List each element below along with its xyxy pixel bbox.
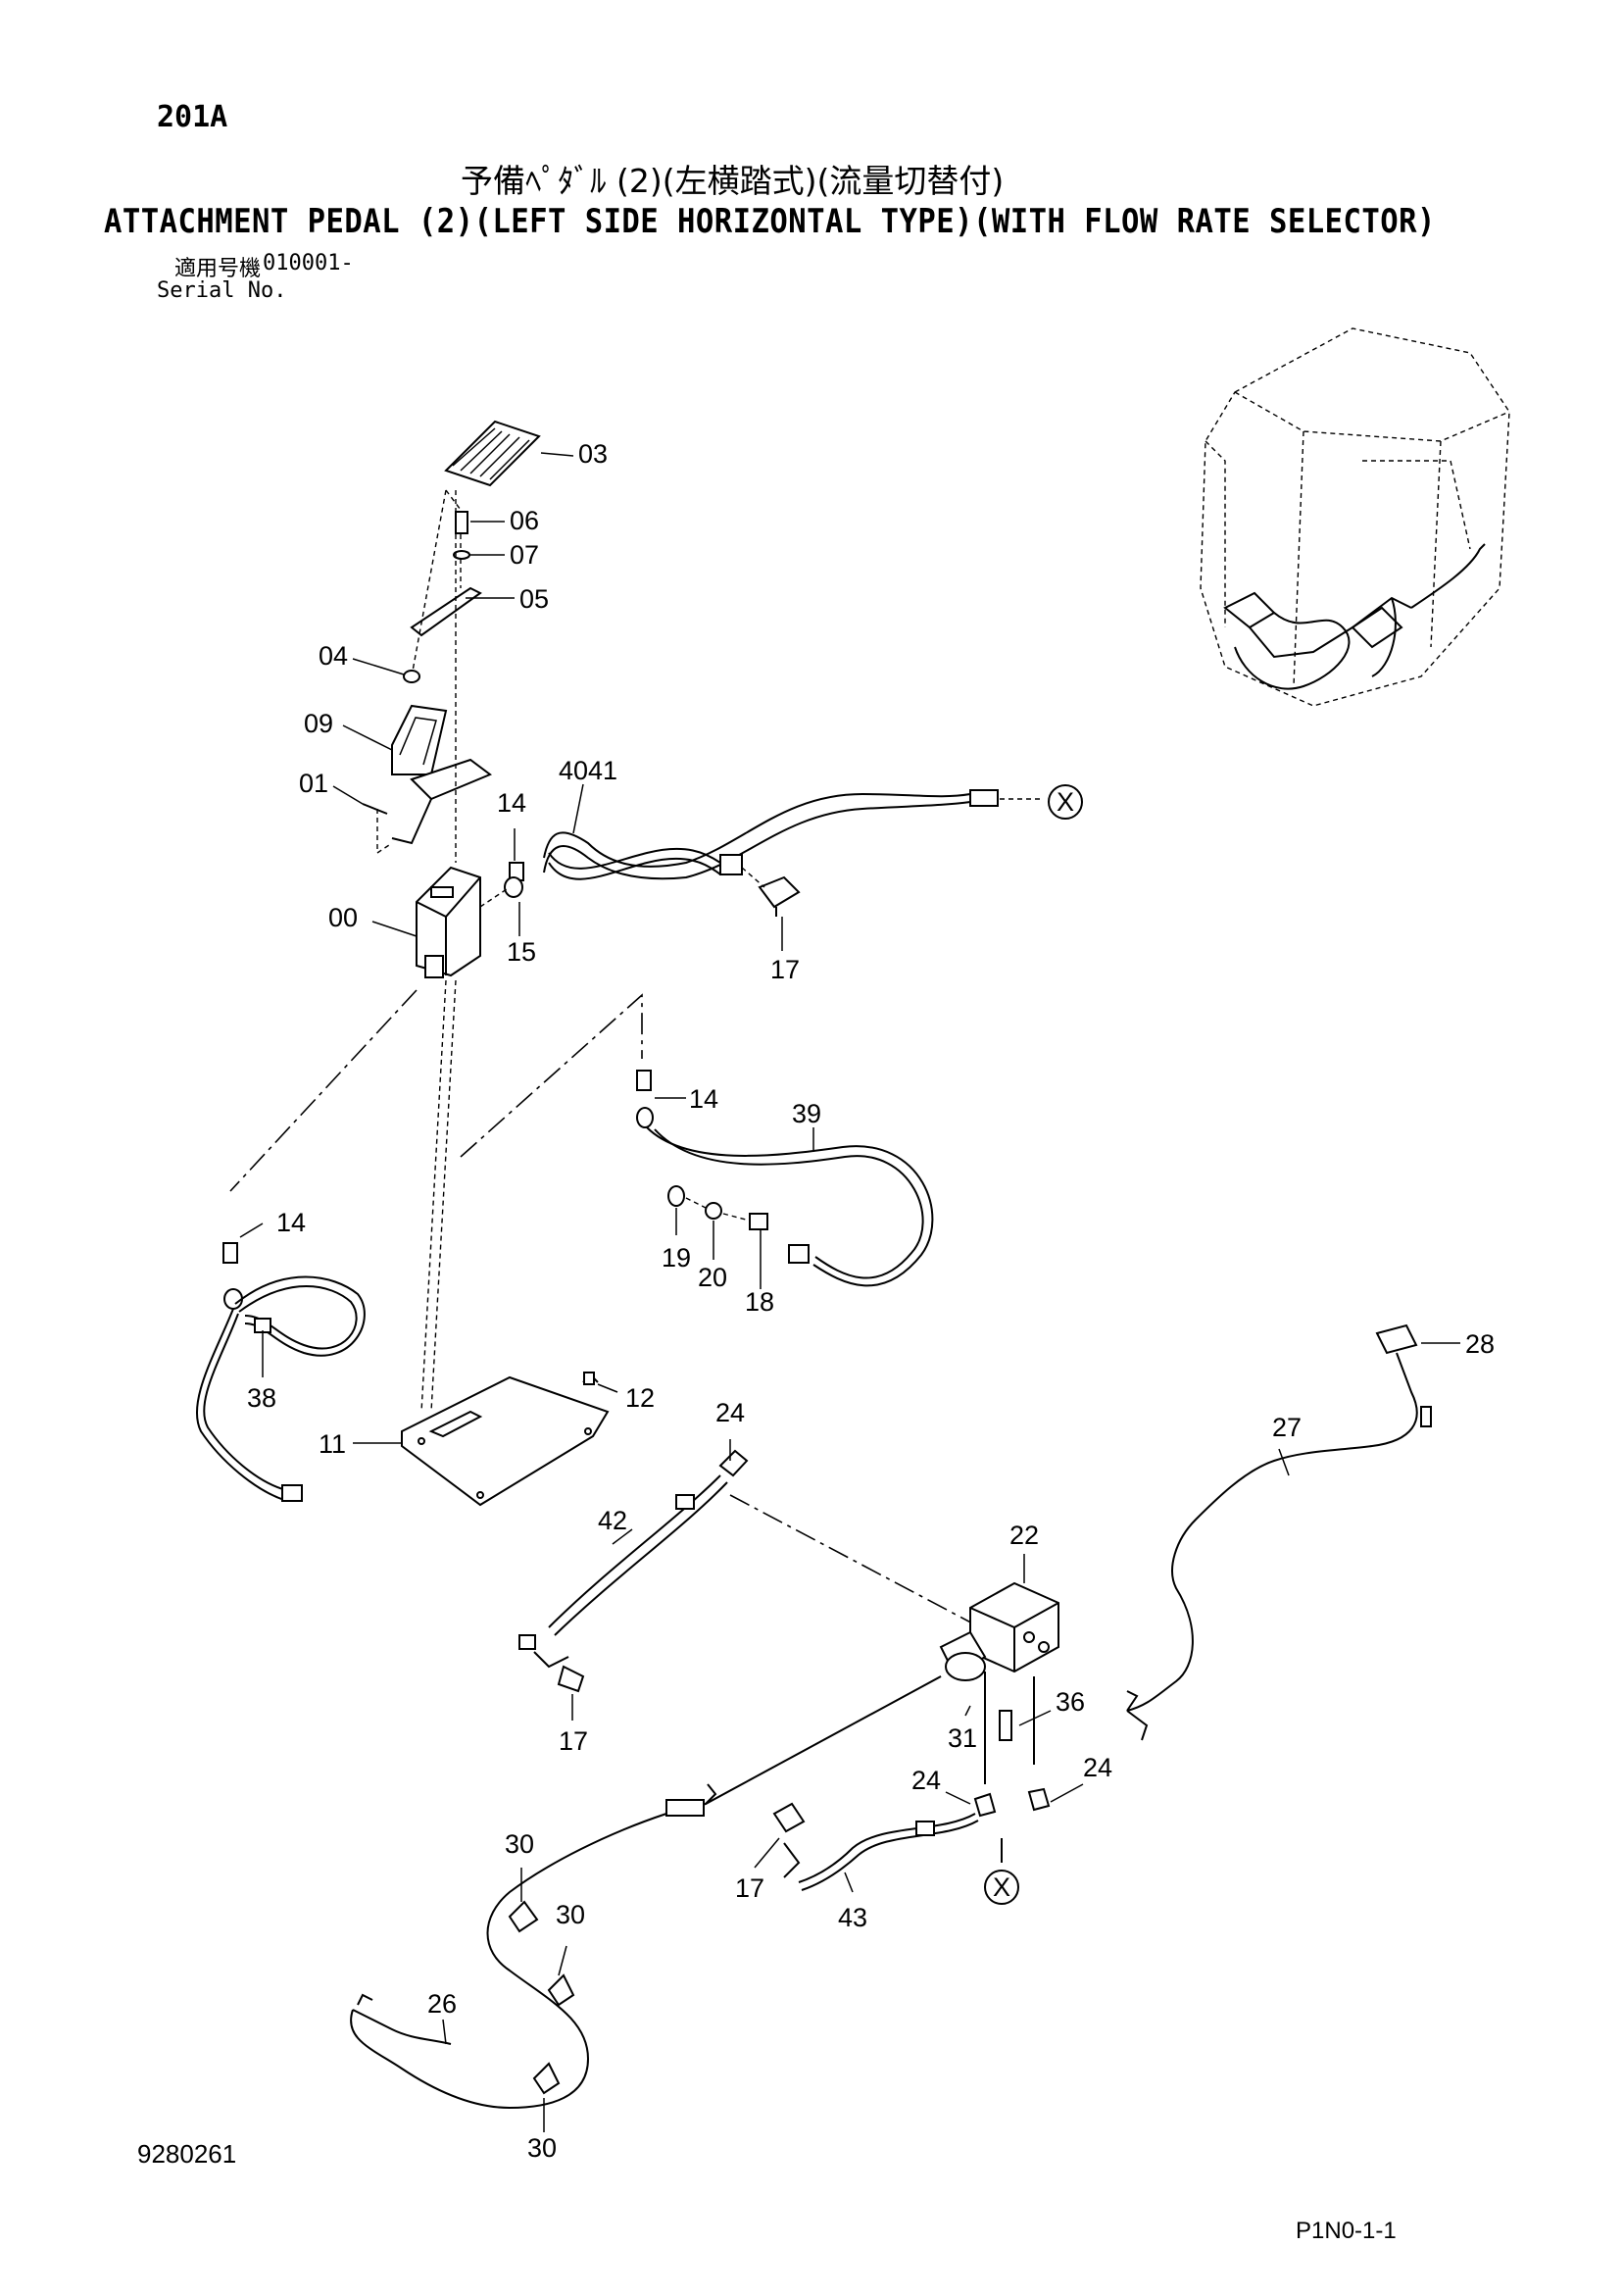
callout-17-lower: 17 bbox=[735, 1873, 764, 1903]
selector-valve bbox=[939, 1581, 1059, 1784]
serial-number: 010001- bbox=[263, 251, 354, 275]
pedal-assembly bbox=[362, 420, 541, 1413]
serial-label-english: Serial No. bbox=[157, 278, 287, 303]
callout-43: 43 bbox=[838, 1903, 867, 1932]
callout-30-lower: 30 bbox=[527, 2133, 557, 2163]
callout-07: 07 bbox=[510, 540, 539, 570]
callout-24-upper: 24 bbox=[715, 1398, 745, 1427]
reference-line bbox=[229, 989, 418, 1192]
callout-05: 05 bbox=[519, 584, 549, 614]
callout-30-upper: 30 bbox=[505, 1829, 534, 1859]
callout-17-upper: 17 bbox=[770, 955, 800, 984]
fittings-14-15 bbox=[479, 862, 524, 908]
callout-19: 19 bbox=[662, 1243, 691, 1273]
callout-15: 15 bbox=[507, 937, 536, 967]
callout-38: 38 bbox=[247, 1383, 276, 1413]
callout-00: 00 bbox=[328, 903, 358, 932]
callout-28: 28 bbox=[1465, 1329, 1495, 1359]
callout-18: 18 bbox=[745, 1287, 774, 1317]
callout-11: 11 bbox=[319, 1429, 346, 1459]
floor-plate bbox=[401, 1372, 610, 1507]
wire-harness-27 bbox=[1126, 1323, 1432, 1741]
hose-42 bbox=[518, 1449, 749, 1693]
callout-04: 04 bbox=[319, 641, 348, 671]
callout-14-middle: 14 bbox=[689, 1084, 718, 1114]
callout-17-middle: 17 bbox=[559, 1726, 588, 1756]
callout-01: 01 bbox=[299, 769, 328, 798]
callout-39: 39 bbox=[792, 1099, 821, 1128]
callout-06: 06 bbox=[510, 506, 539, 535]
callout-09: 09 bbox=[304, 709, 333, 738]
title-japanese: 予備ﾍﾟﾀﾞﾙ (2)(左横踏式)(流量切替付) bbox=[461, 162, 1005, 200]
callout-30-middle: 30 bbox=[556, 1900, 585, 1929]
callout-12: 12 bbox=[625, 1383, 655, 1413]
callout-24-right: 24 bbox=[1083, 1753, 1112, 1782]
title-english: ATTACHMENT PEDAL (2)(LEFT SIDE HORIZONTA… bbox=[104, 202, 1436, 241]
callout-31: 31 bbox=[948, 1723, 977, 1753]
callout-leaders bbox=[239, 452, 1460, 2132]
reference-line bbox=[729, 1494, 981, 1628]
hose-38 bbox=[195, 1242, 366, 1502]
callout-14-left: 14 bbox=[276, 1208, 306, 1237]
cab-illustration bbox=[1200, 327, 1510, 707]
hose-43 bbox=[772, 1787, 1051, 1905]
callout-x-upper: X bbox=[1057, 787, 1074, 817]
hoses-40-41 bbox=[543, 784, 1083, 917]
wire-harness-26 bbox=[350, 1675, 942, 2110]
callout-20: 20 bbox=[698, 1263, 727, 1292]
callout-42: 42 bbox=[598, 1506, 627, 1535]
callout-14-upper: 14 bbox=[497, 788, 526, 818]
callout-27: 27 bbox=[1272, 1413, 1302, 1442]
callout-24-left: 24 bbox=[911, 1766, 941, 1795]
page-reference: P1N0-1-1 bbox=[1296, 2218, 1397, 2244]
callout-03: 03 bbox=[578, 439, 608, 469]
callout-4041: 4041 bbox=[559, 756, 617, 785]
reference-line bbox=[460, 993, 643, 1158]
callout-22: 22 bbox=[1009, 1521, 1039, 1550]
callout-26: 26 bbox=[427, 1989, 457, 2019]
callout-36: 36 bbox=[1056, 1687, 1085, 1717]
serial-label-japanese: 適用号機 bbox=[174, 257, 262, 281]
document-number: 9280261 bbox=[137, 2139, 237, 2169]
callout-x-lower: X bbox=[993, 1872, 1010, 1902]
page-code: 201A bbox=[157, 100, 228, 134]
hose-39 bbox=[636, 1070, 934, 1287]
